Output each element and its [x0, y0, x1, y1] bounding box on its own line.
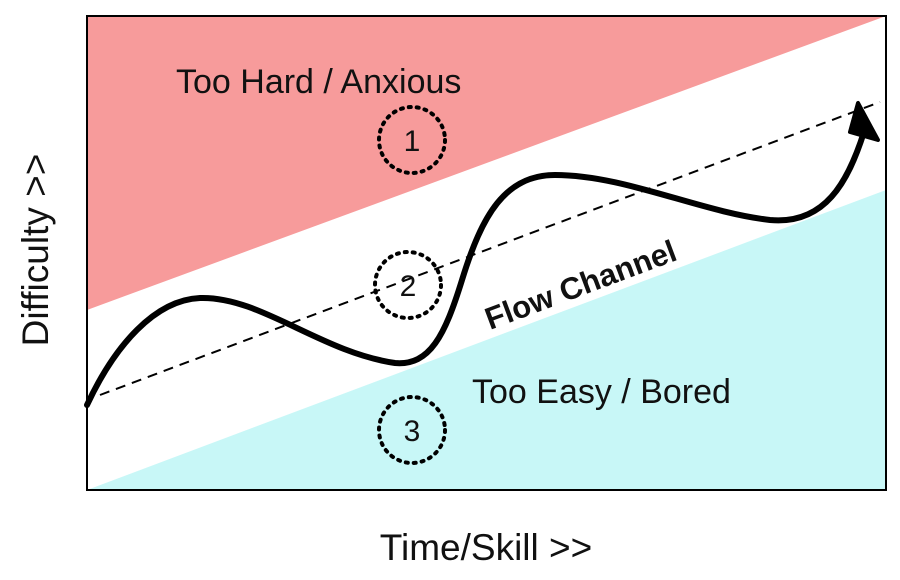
marker-1-label: 1 — [404, 125, 421, 158]
marker-2: 2 — [373, 250, 443, 320]
marker-3-label: 3 — [404, 415, 421, 448]
x-axis-label: Time/Skill >> — [380, 527, 592, 568]
too-hard-label: Too Hard / Anxious — [176, 63, 461, 101]
plot-frame — [86, 15, 887, 491]
y-axis-label: Difficulty >> — [15, 154, 56, 347]
flow-trend-line — [99, 101, 881, 396]
marker-3: 3 — [377, 395, 447, 465]
experience-path — [84, 129, 867, 408]
too-hard-region — [87, 16, 886, 310]
too-easy-region — [87, 190, 886, 490]
marker-2-label: 2 — [400, 270, 417, 303]
marker-1: 1 — [377, 105, 447, 175]
too-easy-label: Too Easy / Bored — [472, 373, 731, 411]
experience-arrowhead — [848, 101, 880, 142]
